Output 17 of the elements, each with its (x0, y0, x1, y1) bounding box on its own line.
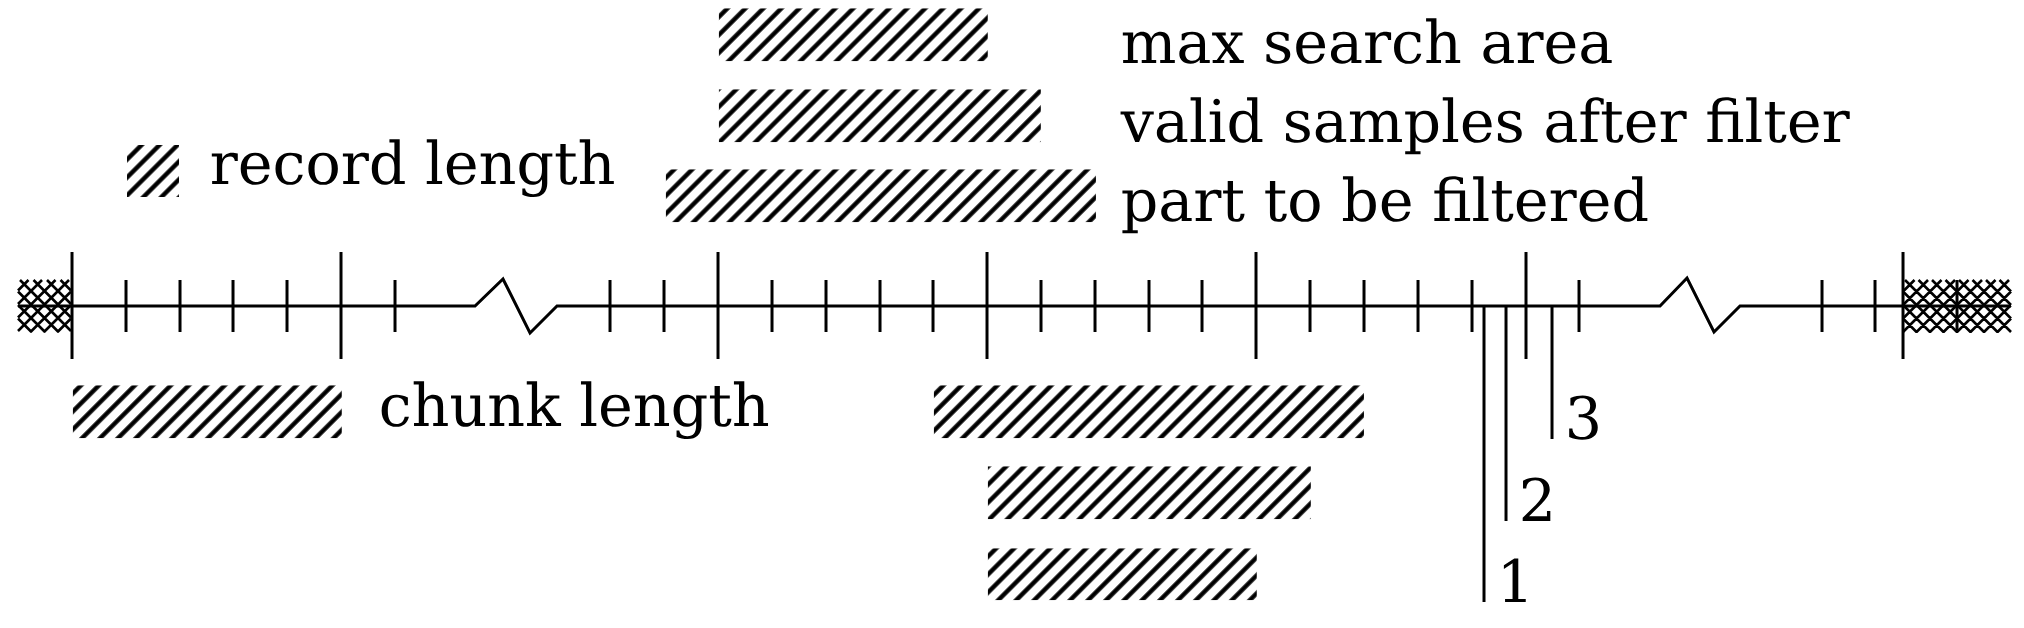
bar-label: max search area (1122, 18, 1612, 64)
hatched-bar (933, 385, 1364, 439)
leader-line (1504, 306, 1508, 521)
bar-label: part to be filtered (1122, 176, 1648, 234)
bar-label: chunk length (381, 381, 768, 440)
leader-line (1482, 306, 1486, 602)
hatched-bar (987, 466, 1311, 520)
callout-number: 1 (1503, 558, 1526, 602)
leader-line (1550, 306, 1554, 439)
callout-number: 2 (1522, 477, 1551, 521)
hatched-bar (718, 89, 1041, 143)
hatched-bar (665, 169, 1096, 223)
legend-label: record length (211, 139, 614, 198)
hatched-bar (987, 548, 1257, 601)
bar-label: valid samples after filter (1120, 97, 1850, 155)
hatched-bar (718, 8, 988, 62)
callout-number: 3 (1569, 395, 1598, 440)
